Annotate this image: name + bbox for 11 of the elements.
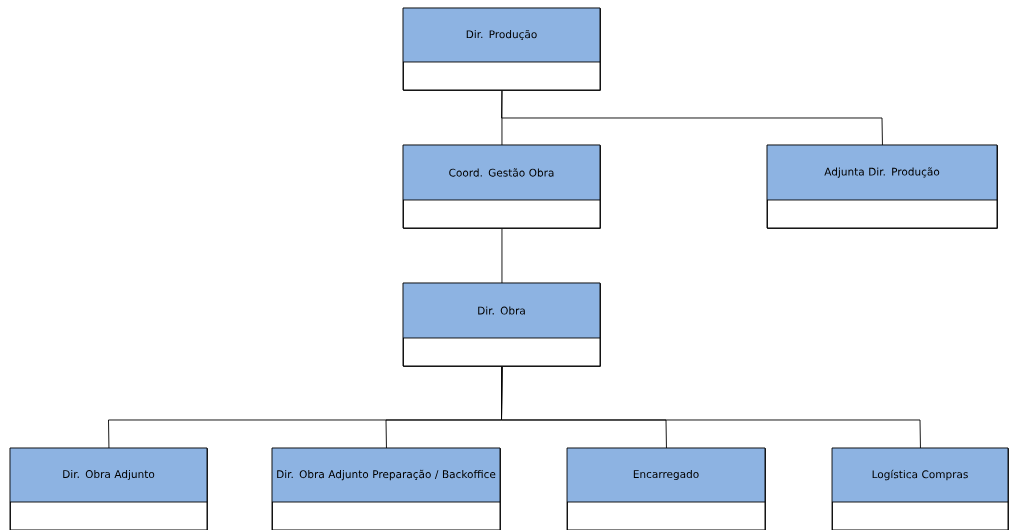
connector-line (501, 366, 921, 449)
org-box: Adjunta Dir. Produção (766, 144, 998, 229)
org-box: Dir. Obra Adjunto (9, 447, 208, 530)
org-box: Dir. Obra Adjunto Preparação / Backoffice (271, 447, 501, 530)
org-box: Coord. Gestão Obra (402, 144, 601, 229)
connector-line (501, 90, 883, 146)
org-box: Logística Compras (831, 447, 1009, 530)
org-box: Encarregado (566, 447, 766, 530)
connector-line (501, 228, 503, 284)
org-box: Dir. Produção (402, 7, 601, 91)
org-box: Dir. Obra (402, 282, 601, 367)
